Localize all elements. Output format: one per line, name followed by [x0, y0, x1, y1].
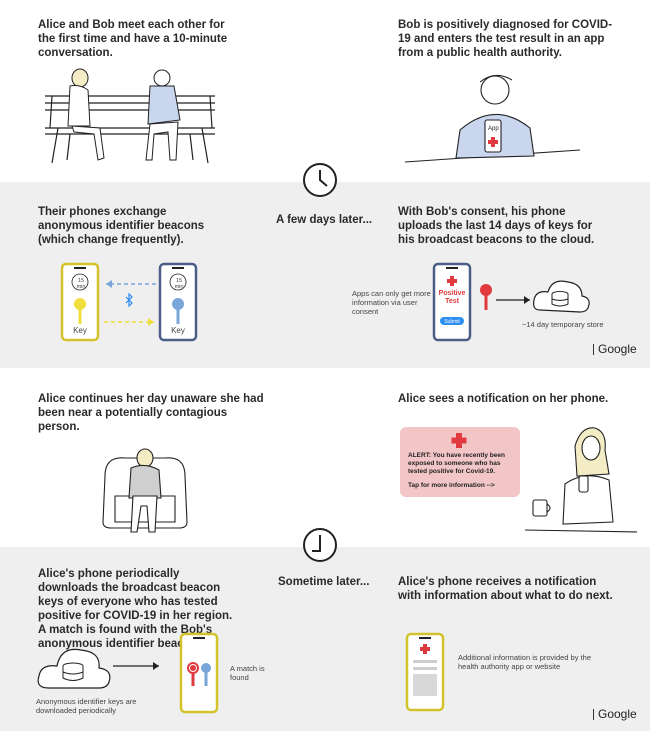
alert-tap-link[interactable]: Tap for more information -->: [408, 482, 495, 489]
upload-illustration: [432, 262, 590, 342]
key-2-label: Key: [171, 326, 185, 335]
bob-desk-illustration: App: [404, 74, 581, 163]
key-1-label: Key: [73, 326, 87, 335]
step7-caption: Alice's phone periodically downloads the…: [38, 568, 233, 650]
clock-icon: [303, 163, 337, 197]
alert-text: ALERT: You have recently been exposed to…: [408, 452, 505, 475]
google-logo: Google: [598, 707, 637, 721]
band-row-4: [0, 547, 650, 731]
step3-caption: Their phones exchange anonymous identifi…: [38, 206, 205, 246]
mid2-label: Sometime later...: [278, 576, 370, 588]
submit-label: Submit: [444, 319, 460, 325]
step1-caption: Alice and Bob meet each other for the fi…: [38, 19, 228, 59]
alice-cafe-illustration: [524, 427, 638, 533]
download-note: Anonymous identifier keys are downloaded…: [36, 697, 137, 715]
brand-logo-1: Google: [589, 342, 637, 356]
step5-caption: Alice continues her day unaware she had …: [38, 393, 264, 433]
positive-test-label: Positive Test: [438, 290, 466, 305]
info-phone-illustration: [405, 632, 445, 712]
step6-caption: Alice sees a notification on her phone.: [398, 393, 609, 405]
timer-2-label: 15 min: [174, 278, 184, 290]
phone-exchange-illustration: [60, 262, 198, 342]
bench-illustration: [45, 68, 215, 164]
alert-card: [400, 427, 520, 497]
google-logo: Google: [598, 342, 637, 356]
consent-note: Apps can only get more information via u…: [352, 289, 431, 316]
step4-caption: With Bob's consent, his phone uploads th…: [398, 206, 595, 246]
download-illustration: [37, 632, 219, 714]
alice-chair-illustration: [102, 448, 188, 533]
storage-note: ~14 day temporary store: [522, 320, 604, 329]
step2-caption: Bob is positively diagnosed for COVID-19…: [398, 19, 613, 59]
band-row-2: [0, 182, 650, 368]
clock-icon: [303, 528, 337, 562]
mid1-label: A few days later...: [276, 214, 373, 226]
match-note: A match is found: [230, 664, 265, 682]
step8-caption: Alice's phone receives a notification wi…: [398, 576, 613, 602]
brand-logo-2: Google: [589, 707, 637, 721]
info-note: Additional information is provided by th…: [458, 653, 591, 671]
timer-1-label: 15 min: [76, 278, 86, 290]
app-label: App: [488, 126, 499, 132]
